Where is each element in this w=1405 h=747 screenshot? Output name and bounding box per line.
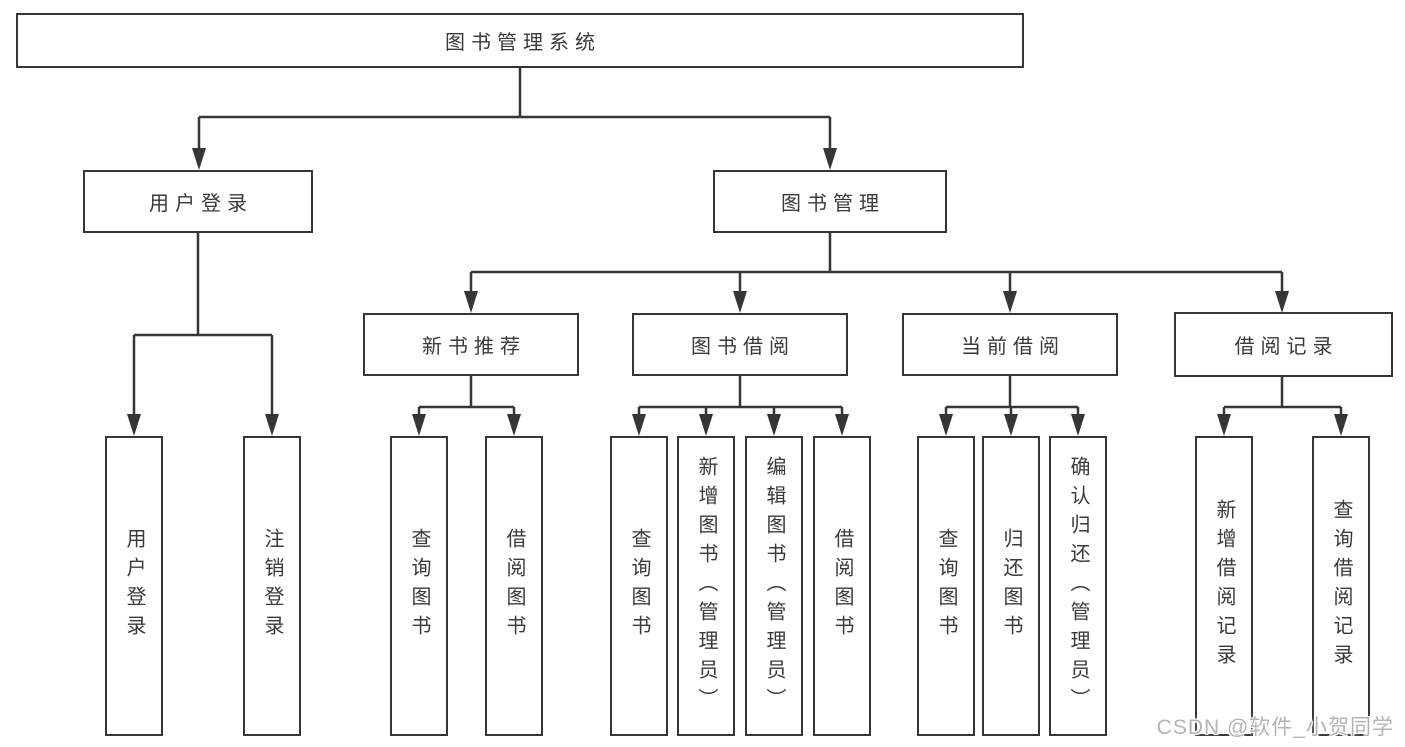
connector-user-login	[127, 233, 279, 436]
leaf-nb-borrow-books: 借阅图书	[485, 436, 543, 736]
node-book-mgmt: 图书管理	[713, 170, 947, 233]
node-book-borrow: 图书借阅	[632, 313, 848, 376]
leaf-user-login-label: 用户登录	[123, 528, 145, 644]
leaf-bb-edit-books-admin-label: 编辑图书（管理员）	[763, 455, 785, 717]
leaf-bb-add-books-admin: 新增图书（管理员）	[677, 436, 735, 736]
leaf-cb-confirm-return-admin: 确认归还（管理员）	[1049, 436, 1107, 736]
leaf-cb-query-books-label: 查询图书	[935, 528, 957, 644]
leaf-br-add-record-label: 新增借阅记录	[1213, 499, 1235, 673]
node-user-login-label: 用户登录	[149, 193, 253, 215]
leaf-logout: 注销登录	[243, 436, 301, 736]
leaf-cb-query-books: 查询图书	[917, 436, 975, 736]
leaf-cb-confirm-return-admin-label: 确认归还（管理员）	[1067, 455, 1089, 717]
leaf-bb-query-books: 查询图书	[610, 436, 668, 736]
leaf-nb-borrow-books-label: 借阅图书	[503, 528, 525, 644]
leaf-logout-label: 注销登录	[261, 528, 283, 644]
leaf-br-query-record-label: 查询借阅记录	[1330, 499, 1352, 673]
node-book-borrow-label: 图书借阅	[691, 336, 795, 358]
leaf-bb-query-books-label: 查询图书	[628, 528, 650, 644]
node-borrow-record-label: 借阅记录	[1234, 336, 1339, 358]
connector-new-book	[412, 376, 521, 436]
node-borrow-record: 借阅记录	[1174, 312, 1393, 377]
node-new-book: 新书推荐	[363, 313, 579, 376]
leaf-user-login: 用户登录	[105, 436, 163, 736]
node-root: 图书管理系统	[16, 13, 1024, 68]
leaf-bb-add-books-admin-label: 新增图书（管理员）	[695, 455, 717, 717]
leaf-br-add-record: 新增借阅记录	[1195, 436, 1253, 736]
watermark: CSDN @软件_小贺同学	[1156, 716, 1394, 739]
node-root-label: 图书管理系统	[445, 32, 601, 54]
node-current-borrow: 当前借阅	[902, 313, 1118, 376]
leaf-nb-query-books: 查询图书	[390, 436, 448, 736]
node-book-mgmt-label: 图书管理	[781, 193, 885, 215]
leaf-cb-return-books-label: 归还图书	[1000, 528, 1022, 644]
connector-book-mgmt	[464, 233, 1289, 313]
leaf-cb-return-books: 归还图书	[982, 436, 1040, 736]
leaf-br-query-record: 查询借阅记录	[1312, 436, 1370, 736]
connector-book-borrow	[632, 376, 849, 436]
connector-current-borrow	[939, 376, 1085, 436]
leaf-bb-edit-books-admin: 编辑图书（管理员）	[745, 436, 803, 736]
node-new-book-label: 新书推荐	[422, 336, 526, 358]
node-user-login: 用户登录	[83, 170, 313, 233]
connector-borrow-record	[1217, 377, 1348, 436]
leaf-bb-borrow-books-label: 借阅图书	[831, 528, 853, 644]
node-current-borrow-label: 当前借阅	[961, 336, 1065, 358]
connector-root	[192, 68, 837, 170]
leaf-bb-borrow-books: 借阅图书	[813, 436, 871, 736]
leaf-nb-query-books-label: 查询图书	[408, 528, 430, 644]
